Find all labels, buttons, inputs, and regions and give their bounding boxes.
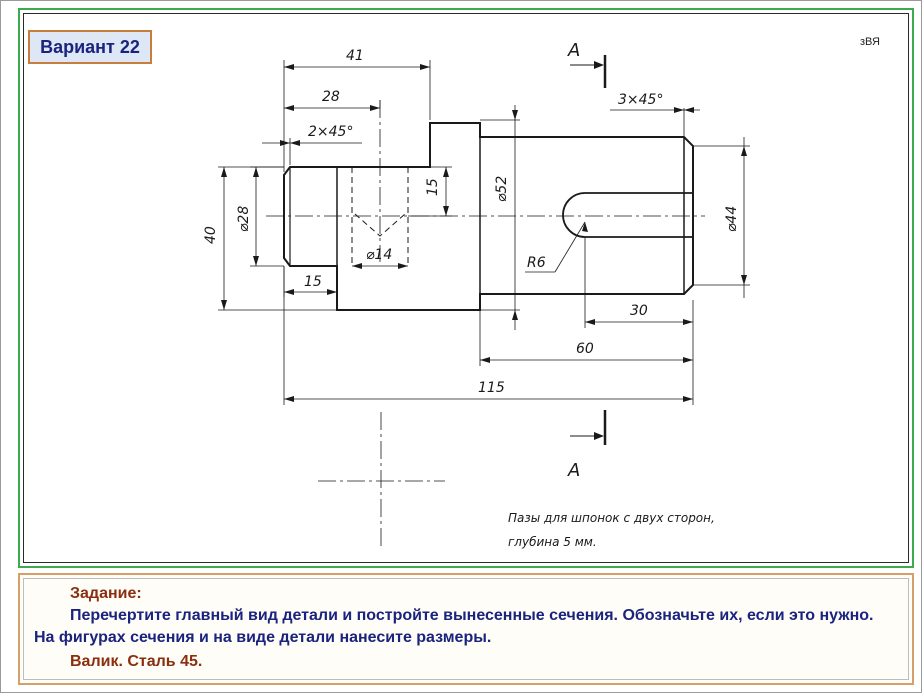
part-outline: [266, 100, 705, 311]
dim-label-28: 28: [322, 89, 340, 105]
arrows-15v: [443, 167, 449, 216]
cut-arrow-bottom-head: [594, 432, 604, 440]
dim-label-2x45: 2×45°: [308, 124, 353, 140]
section-label-top: A: [567, 40, 580, 61]
task-part-name: Валик. Сталь 45.: [70, 653, 203, 670]
hole-cone-hidden: [354, 213, 406, 237]
cut-arrow-top-head: [594, 61, 604, 69]
task-title: Задание:: [70, 585, 142, 602]
dim-label-r6: R6: [527, 255, 546, 271]
drawing-panel: [18, 8, 914, 568]
dimension-lines: [218, 60, 750, 405]
leader-r6: [554, 221, 586, 273]
arrows-28: [284, 105, 380, 111]
dim-label-30: 30: [630, 303, 648, 319]
shaft-contour: [283, 122, 694, 311]
dim-label-phi14: ⌀14: [366, 247, 392, 263]
task-text: Перечертите главный вид детали и построй…: [34, 607, 874, 646]
keyway-slot: [562, 192, 693, 238]
dim-label-phi52: ⌀52: [494, 176, 510, 202]
dim-label-115: 115: [478, 380, 505, 396]
variant-badge: Вариант 22: [28, 30, 152, 64]
section-center-cross: [318, 412, 445, 548]
dimension-arrows: [221, 64, 747, 402]
task-inner-border: [23, 578, 909, 680]
dim-label-phi44: ⌀44: [724, 206, 740, 232]
dim-label-41: 41: [346, 48, 364, 64]
section-label-bottom: A: [567, 460, 580, 481]
keyway-note-line2: глубина 5 мм.: [508, 535, 597, 549]
arrows-phi28: [253, 167, 259, 266]
dim-label-3x45: 3×45°: [618, 92, 663, 108]
arrows-3x45: [674, 107, 694, 113]
dim-label-60: 60: [576, 341, 594, 357]
keyway-note-line1: Пазы для шпонок с двух сторон,: [508, 511, 715, 525]
dim-label-40: 40: [203, 226, 219, 244]
task-panel: Задание: Перечертите главный вид детали …: [18, 573, 914, 685]
drawing-inner-border: [23, 13, 909, 563]
dim-label-phi28: ⌀28: [236, 206, 252, 232]
section-marks: [570, 55, 607, 445]
dim-label-15v: 15: [425, 178, 441, 196]
dim-label-15h: 15: [304, 274, 322, 290]
arrows-2x45: [280, 140, 300, 146]
arrow-r6: [582, 222, 588, 232]
author-mark: зВЯ: [860, 36, 880, 48]
